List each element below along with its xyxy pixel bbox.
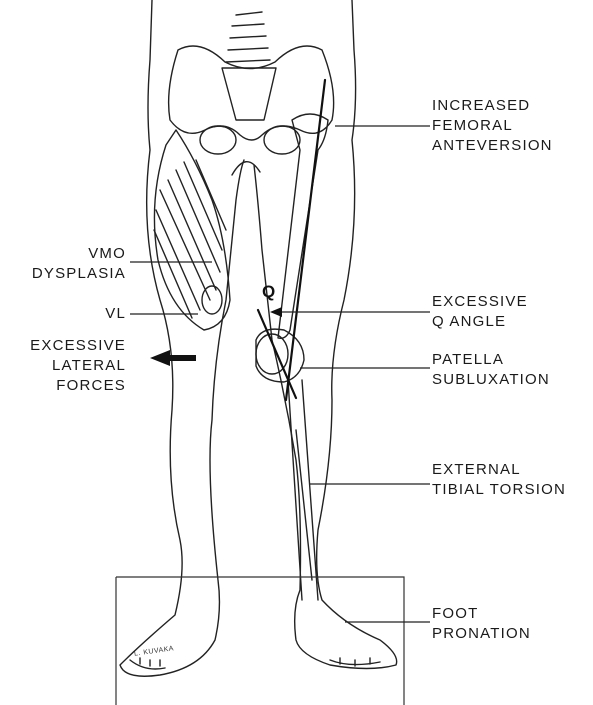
platform-box xyxy=(116,577,404,705)
spine xyxy=(226,12,270,62)
left-patella xyxy=(202,286,222,314)
body-outline-left xyxy=(120,0,244,676)
right-tibia xyxy=(288,380,318,600)
label-excessive-q-angle: EXCESSIVE Q ANGLE xyxy=(432,292,528,332)
label-patella-subluxation: PATELLA SUBLUXATION xyxy=(432,350,550,390)
q-line-tibia xyxy=(258,310,296,398)
label-femoral-anteversion: INCREASED FEMORAL ANTEVERSION xyxy=(432,96,553,156)
vastus-lateralis xyxy=(154,130,230,330)
label-excessive-lateral-forces: EXCESSIVE LATERAL FORCES xyxy=(6,336,126,396)
qangle-arrow-icon xyxy=(270,307,282,317)
q-angle-marker: Q xyxy=(262,282,275,302)
lateral-force-arrow-icon xyxy=(150,350,196,366)
right-femur xyxy=(278,114,328,338)
label-foot-pronation: FOOT PRONATION xyxy=(432,604,531,644)
label-vmo-dysplasia: VMO DYSPLASIA xyxy=(6,244,126,284)
crotch xyxy=(232,162,260,175)
pelvis xyxy=(169,46,334,140)
label-vl: VL xyxy=(6,304,126,324)
sacrum xyxy=(222,68,276,120)
right-foot xyxy=(330,658,380,666)
vmo-muscle xyxy=(154,160,226,318)
left-foot xyxy=(130,658,165,669)
label-external-tibial-torsion: EXTERNAL TIBIAL TORSION xyxy=(432,460,566,500)
